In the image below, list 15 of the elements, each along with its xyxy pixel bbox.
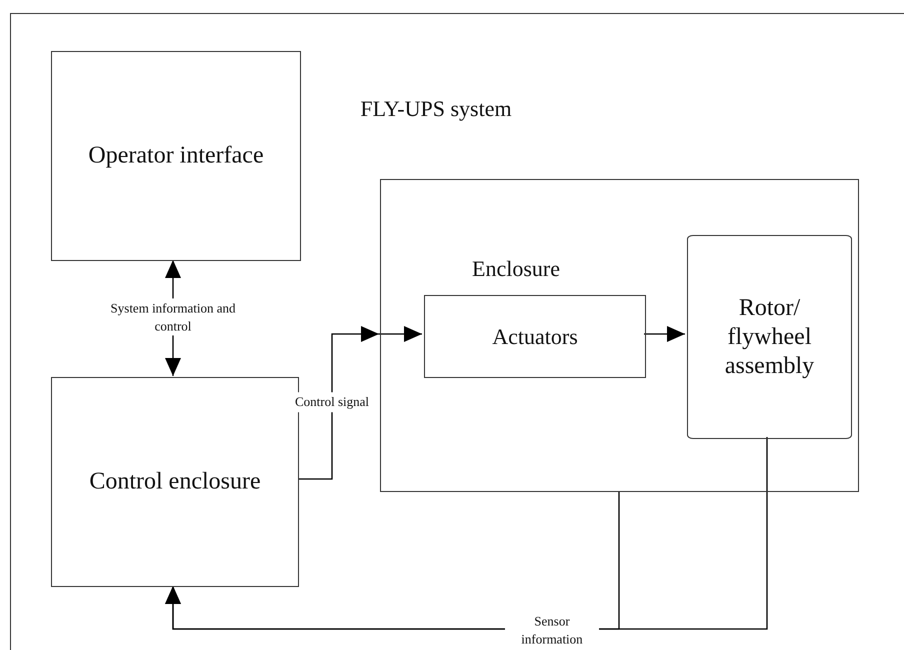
enclosure-box [380,179,859,492]
connector-arrow [379,326,422,342]
node-label: Control enclosure [88,468,262,496]
connector-arrow [165,437,768,630]
connector-arrow [298,326,379,480]
assembly-box [687,235,852,439]
node-label: Enclosure [471,256,561,282]
node-label: Operator interface [87,142,265,170]
process-box [51,51,301,261]
connector-arrow [644,326,685,342]
node-label: FLY-UPS system [359,96,513,122]
node-label: Rotor/ flywheel assembly [724,294,816,380]
node-label: Actuators [491,323,579,350]
edge-label: Control signal [292,392,372,412]
process-box [424,295,646,378]
